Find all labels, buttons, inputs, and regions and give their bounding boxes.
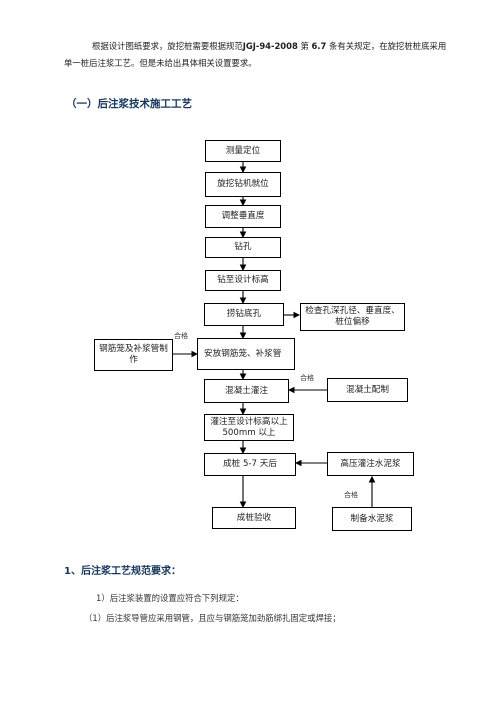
pass-label: 合格	[344, 491, 358, 499]
flow-step-survey: 测量定位	[205, 140, 281, 162]
flow-step-design-elevation: 钻至设计标高	[205, 270, 281, 291]
heading-grouting-requirements: 1、后注浆工艺规范要求：	[64, 566, 181, 577]
flow-side-high-pressure-grout: 高压灌注水泥浆	[327, 452, 414, 476]
flow-side-inspection: 检查孔深孔径、垂直度、桩位偏移	[300, 303, 405, 331]
flow-side-cage-fabrication: 钢筋笼及补浆管制作	[94, 339, 173, 371]
flow-step-pour-above: 灌注至设计标高以上 500mm 以上	[204, 414, 294, 441]
intro-paragraph: 根据设计图纸要求，旋挖桩需要根据规范JGJ-94-2008 第 6.7 条有关规…	[64, 41, 447, 68]
flow-step-clean-hole: 捞钻底孔	[204, 303, 284, 326]
flow-step-verticality: 调整垂直度	[205, 205, 281, 228]
paragraph: 1）后注浆装置的设置应符合下列规定：	[96, 593, 244, 603]
paragraph: （1）后注浆导管应采用钢管，且应与钢筋笼加劲筋绑扎固定或焊接；	[84, 613, 341, 623]
flow-step-acceptance: 成桩验收	[212, 507, 296, 529]
flow-step-install-cage: 安放钢筋笼、补浆管	[197, 338, 295, 370]
flow-step-rig-position: 旋挖钻机就位	[205, 172, 281, 197]
section-title: （一）后注浆技术施工工艺	[66, 98, 192, 110]
pass-label: 合格	[300, 374, 314, 382]
flow-side-prepare-grout: 制备水泥浆	[332, 507, 412, 531]
flow-step-cure-days: 成桩 5-7 天后	[204, 453, 296, 476]
flow-side-concrete-mix: 混凝土配制	[327, 378, 408, 402]
pass-label: 合格	[174, 332, 188, 340]
flow-step-drilling: 钻孔	[205, 237, 281, 258]
flow-step-pour-concrete: 混凝土灌注	[204, 379, 289, 403]
